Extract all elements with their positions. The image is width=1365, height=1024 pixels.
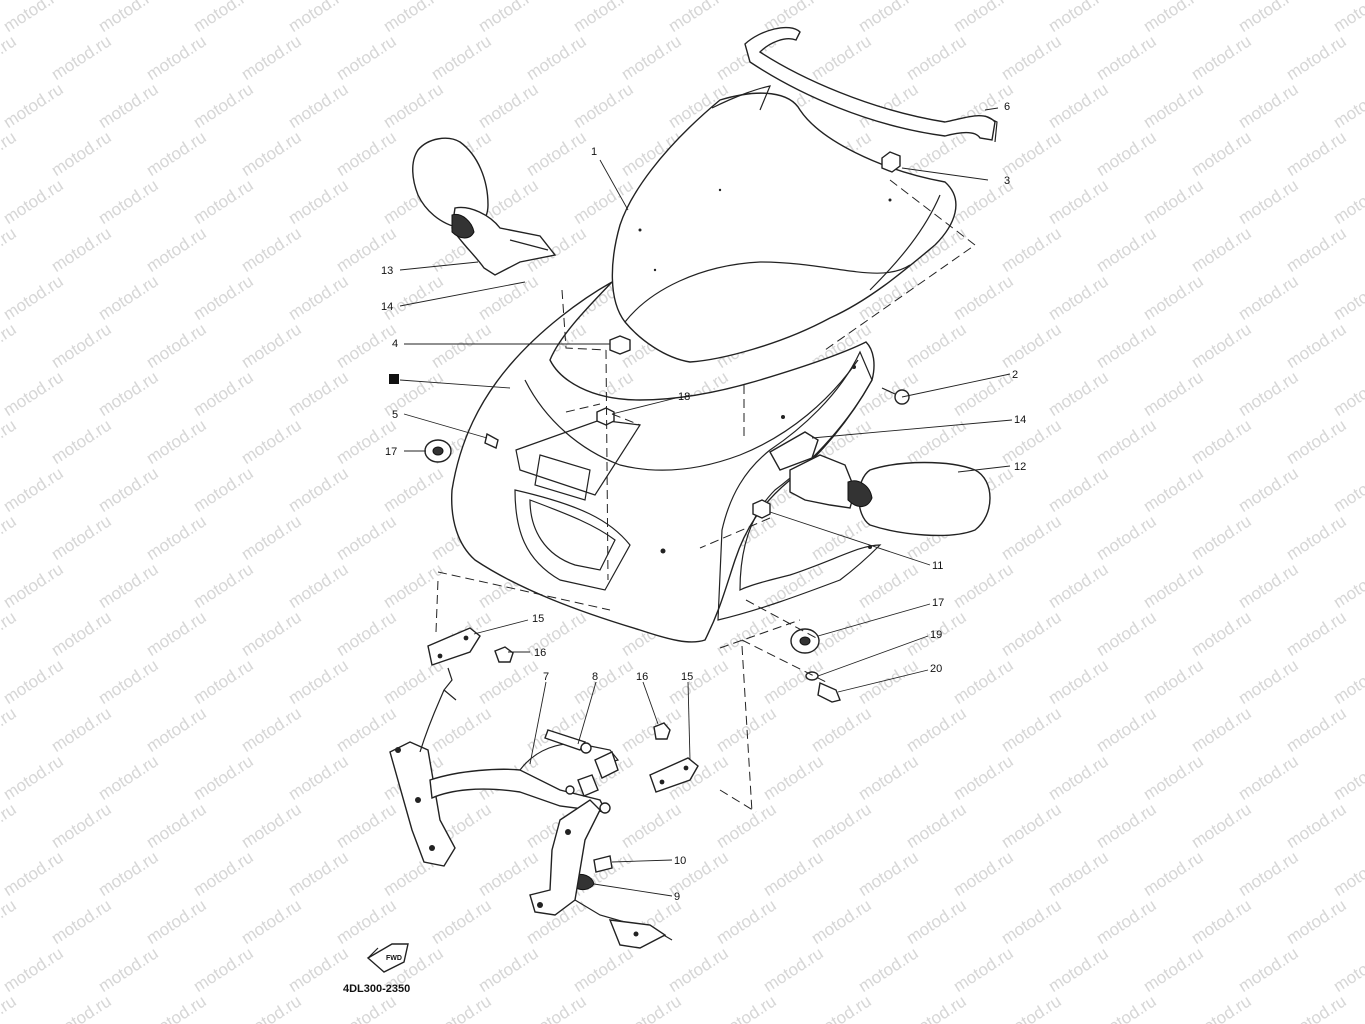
callout-19: 19	[930, 629, 942, 641]
fairing-bracket	[389, 667, 673, 949]
callout-8: 8	[592, 671, 598, 683]
callout-2: 2	[1012, 369, 1018, 381]
windscreen	[611, 85, 957, 363]
callout-16-right: 16	[636, 671, 648, 683]
callout-15-right: 15	[681, 671, 693, 683]
assembly-marker-square	[389, 374, 399, 384]
callout-labels: 1 6 3 13 14 4 2 18 14 5 17 12 11 17 15 1…	[381, 101, 1026, 903]
callout-16-left: 16	[534, 647, 546, 659]
callout-14-upper: 14	[381, 301, 393, 313]
callout-12: 12	[1014, 461, 1026, 473]
callout-7: 7	[543, 671, 549, 683]
callout-18: 18	[678, 391, 690, 403]
leader-lines	[399, 107, 1013, 897]
callout-13: 13	[381, 265, 393, 277]
callout-15-left: 15	[532, 613, 544, 625]
callout-5: 5	[392, 409, 398, 421]
callout-20: 20	[930, 663, 942, 675]
callout-6: 6	[1004, 101, 1010, 113]
fwd-arrow-icon: FWD	[366, 943, 409, 973]
callout-10: 10	[674, 855, 686, 867]
callout-3: 3	[1004, 175, 1010, 187]
callout-14-right: 14	[1014, 414, 1026, 426]
alignment-guides	[435, 179, 976, 813]
diagram-code: 4DL300-2350	[343, 983, 410, 995]
callout-9: 9	[674, 891, 680, 903]
stay-bar	[744, 26, 998, 143]
callout-17-left: 17	[385, 446, 397, 458]
stays	[427, 627, 699, 793]
callout-11: 11	[932, 560, 943, 572]
callout-17-right: 17	[932, 597, 944, 609]
upper-cowl	[451, 281, 882, 643]
callout-4: 4	[392, 338, 398, 350]
left-mirror	[412, 137, 557, 276]
callout-1: 1	[591, 146, 597, 158]
fwd-label: FWD	[386, 955, 402, 962]
fasteners	[424, 151, 910, 891]
right-mirror	[769, 431, 991, 537]
